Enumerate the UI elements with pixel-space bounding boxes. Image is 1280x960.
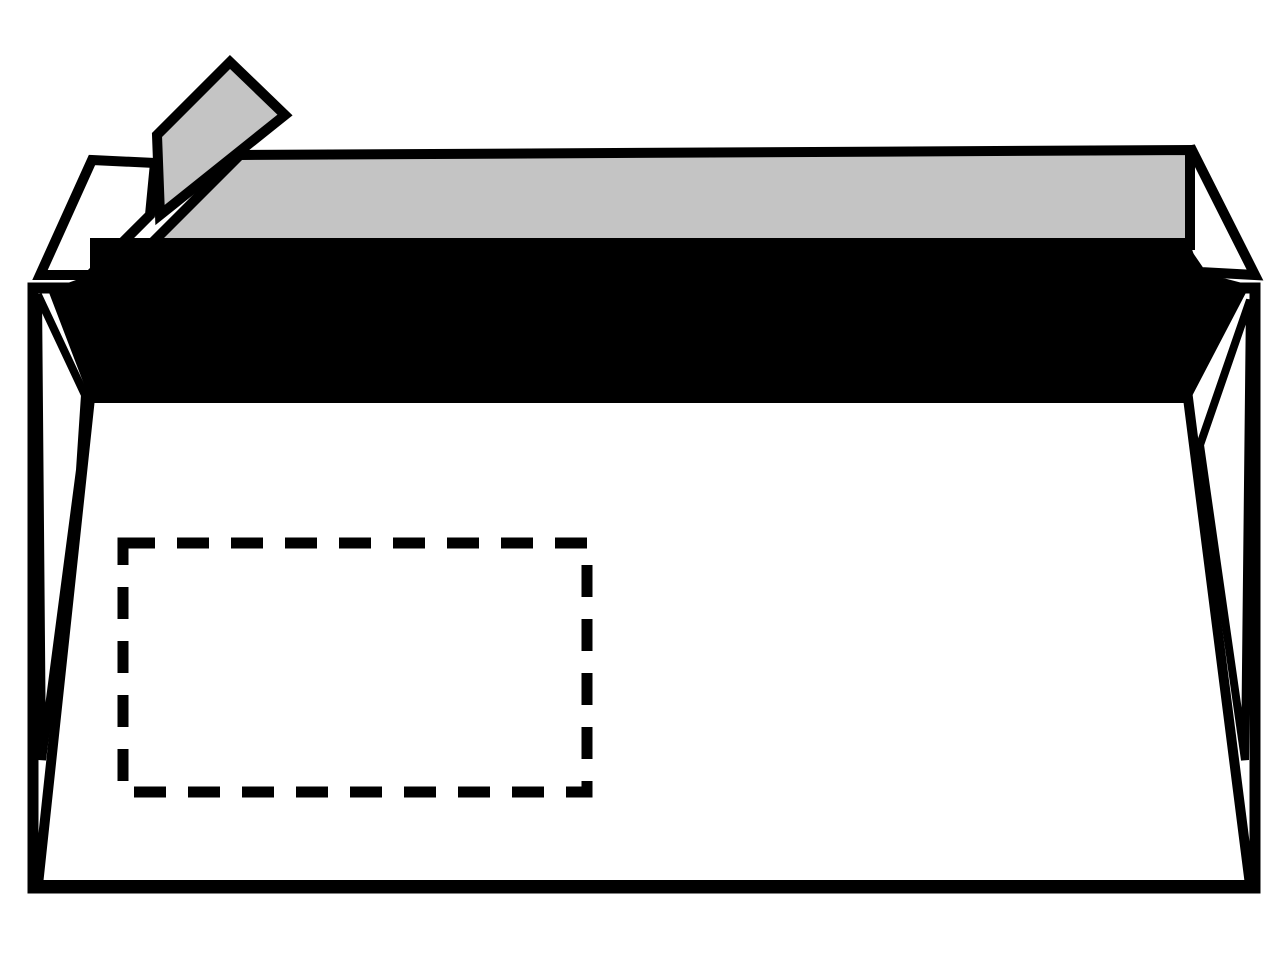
address-window [117, 537, 593, 798]
seal-band [48, 238, 1250, 400]
front-panel [32, 393, 1256, 890]
adhesive-strip [137, 144, 1195, 250]
right-side-flap [1195, 298, 1254, 761]
peel-tab [151, 54, 293, 226]
